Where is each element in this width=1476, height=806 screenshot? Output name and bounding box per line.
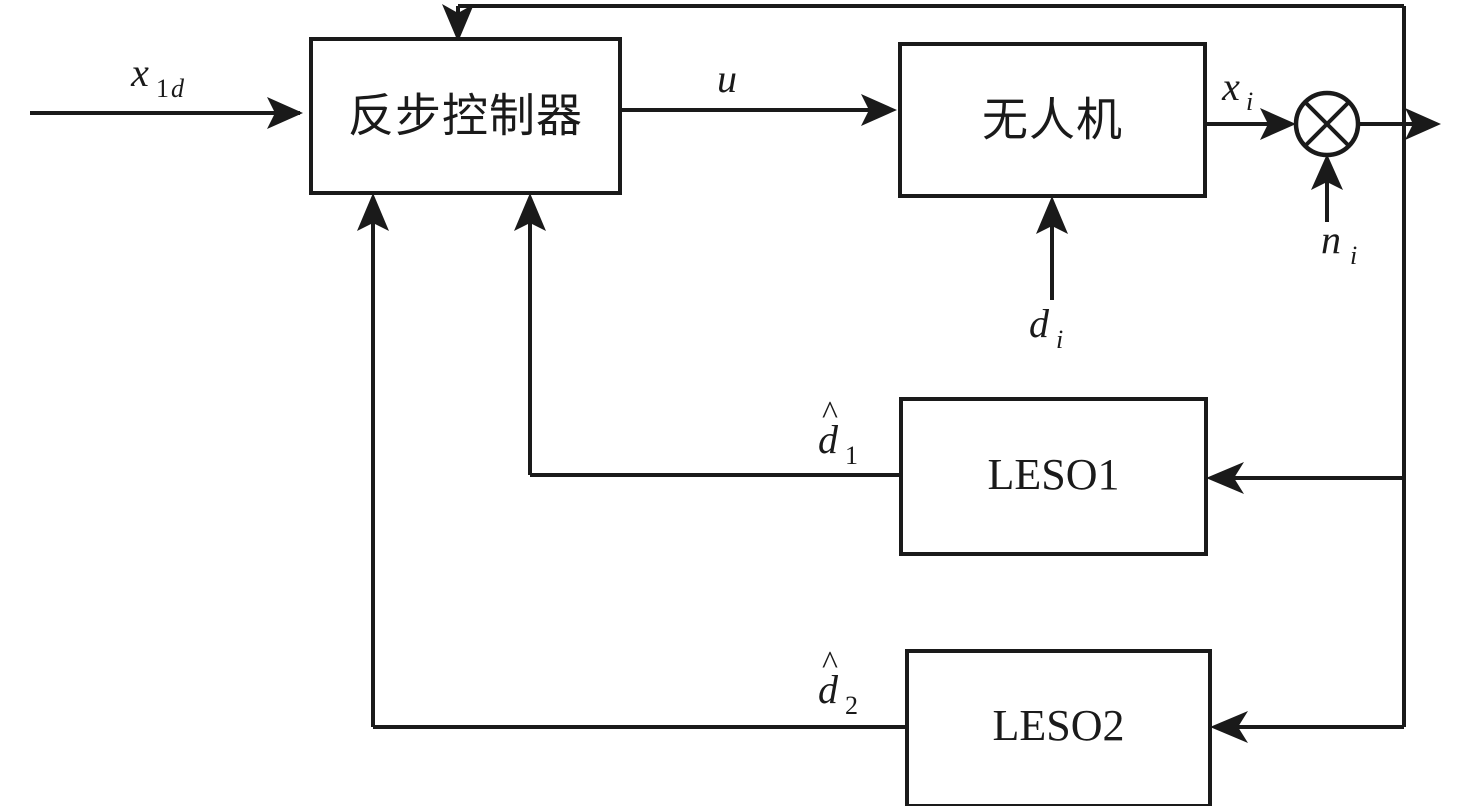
signal-reference-sub-1: 1 (156, 74, 169, 103)
signal-reference-base: x (130, 50, 149, 95)
signal-reference-sub-d: d (171, 74, 185, 103)
signal-label-measurement-noise: n i (1321, 217, 1357, 270)
signal-label-disturbance: d i (1029, 301, 1063, 354)
signal-label-disturbance-estimate-2: ^ d 2 (818, 645, 858, 720)
signal-d1-sub: 1 (845, 441, 858, 470)
signal-state-output-base: x (1221, 64, 1240, 109)
block-leso1-label: LESO1 (988, 450, 1120, 499)
block-controller-label: 反步控制器 (348, 89, 583, 143)
signal-control-effort-base: u (717, 56, 737, 101)
signal-state-output-sub: i (1246, 87, 1253, 116)
wire-uav-to-junction (1205, 108, 1296, 140)
wire-leso1-to-controller (514, 193, 901, 477)
signal-disturbance-base: d (1029, 301, 1050, 346)
signal-d2-hat-icon: ^ (822, 645, 838, 682)
wire-junction-to-output (1358, 108, 1441, 140)
block-uav[interactable]: 无人机 (898, 42, 1207, 198)
wire-leso2-to-controller (357, 193, 907, 729)
block-leso2-label: LESO2 (993, 701, 1125, 750)
wire-feedback-bus-to-leso2 (1210, 711, 1404, 743)
wire-noise-into-junction (1311, 154, 1343, 222)
signal-d1-hat-icon: ^ (822, 395, 838, 432)
block-uav-label: 无人机 (982, 93, 1123, 147)
signal-measurement-noise-base: n (1321, 217, 1341, 262)
signal-disturbance-sub: i (1056, 325, 1063, 354)
wire-feedback-top-to-controller (442, 4, 1404, 42)
signal-label-control-effort: u (717, 56, 737, 101)
block-leso1[interactable]: LESO1 (899, 397, 1208, 556)
signal-label-reference: x 1 d (130, 50, 185, 103)
wire-disturbance-into-uav (1036, 196, 1068, 300)
wire-feedback-bus-to-leso1 (1206, 462, 1404, 494)
signal-d2-sub: 2 (845, 691, 858, 720)
wire-controller-to-uav (620, 94, 897, 126)
signal-label-state-output: x i (1221, 64, 1253, 116)
block-controller[interactable]: 反步控制器 (309, 37, 622, 195)
block-leso2[interactable]: LESO2 (905, 649, 1212, 806)
wire-reference-into-controller (30, 97, 303, 129)
signal-label-disturbance-estimate-1: ^ d 1 (818, 395, 858, 470)
signal-d2-base: d (818, 667, 839, 712)
sum-junction[interactable] (1293, 90, 1361, 158)
signal-d1-base: d (818, 417, 839, 462)
signal-measurement-noise-sub: i (1350, 241, 1357, 270)
